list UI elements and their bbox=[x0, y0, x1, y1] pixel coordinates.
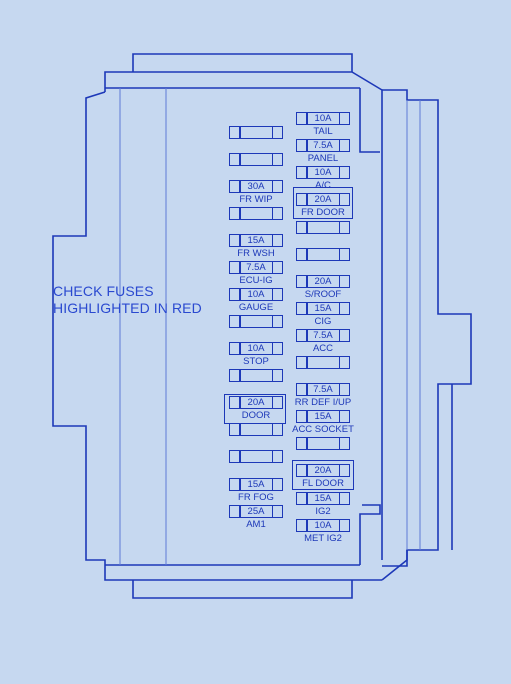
right-fuse-slot bbox=[296, 437, 350, 450]
fuse-label: A/C bbox=[315, 180, 331, 191]
fuse-label: GAUGE bbox=[238, 302, 274, 313]
fuse-label: CIG bbox=[314, 316, 332, 327]
fr-door-fuse-highlight bbox=[293, 187, 353, 219]
left-fuse-slot bbox=[229, 450, 283, 463]
left-fuse-slot bbox=[229, 423, 283, 436]
check-fuses-note: CHECK FUSES HIGHLIGHTED IN RED bbox=[53, 283, 202, 317]
fuse-label: DOOR bbox=[241, 410, 271, 421]
right-fuse-slot bbox=[296, 248, 350, 261]
left-fuse-slot: 20A bbox=[229, 396, 283, 409]
left-fuse-slot: 7.5A bbox=[229, 261, 283, 274]
fuse-amperage: 20A bbox=[314, 465, 332, 476]
fuse-amperage: 10A bbox=[314, 113, 332, 124]
fuse-label: ECU-IG bbox=[239, 275, 273, 286]
fl-door-fuse-highlight bbox=[292, 460, 354, 490]
fuse-amperage: 15A bbox=[247, 479, 265, 490]
fuse-label: IG2 bbox=[315, 506, 331, 517]
fuse-amperage: 7.5A bbox=[313, 330, 333, 341]
left-fuse-slot bbox=[229, 153, 283, 166]
fuse-amperage: 10A bbox=[314, 520, 332, 531]
fuse-label: RR DEF I/UP bbox=[294, 397, 352, 408]
right-fuse-slot: 15A bbox=[296, 492, 350, 505]
fuse-amperage: 10A bbox=[314, 167, 332, 178]
fuse-label: PANEL bbox=[307, 153, 339, 164]
left-fuse-slot: 15A bbox=[229, 234, 283, 247]
fuse-amperage: 15A bbox=[314, 493, 332, 504]
fuse-amperage: 7.5A bbox=[313, 140, 333, 151]
left-fuse-slot bbox=[229, 126, 283, 139]
fuse-amperage: 15A bbox=[247, 235, 265, 246]
fuse-label: FR WSH bbox=[237, 248, 275, 259]
right-fuse-slot: 7.5A bbox=[296, 329, 350, 342]
fuse-amperage: 7.5A bbox=[246, 262, 266, 273]
fuse-amperage: 20A bbox=[314, 276, 332, 287]
fuse-label: AM1 bbox=[246, 519, 266, 530]
fuse-amperage: 20A bbox=[247, 397, 265, 408]
right-fuse-slot bbox=[296, 356, 350, 369]
right-fuse-slot: 7.5A bbox=[296, 139, 350, 152]
left-fuse-slot: 10A bbox=[229, 342, 283, 355]
fuse-amperage: 7.5A bbox=[313, 384, 333, 395]
right-fuse-slot: 15A bbox=[296, 410, 350, 423]
fuse-label: STOP bbox=[243, 356, 269, 367]
left-fuse-slot bbox=[229, 315, 283, 328]
right-fuse-slot: 20A bbox=[296, 193, 350, 206]
left-fuse-slot: 30A bbox=[229, 180, 283, 193]
fuse-amperage: 10A bbox=[247, 289, 265, 300]
left-fuse-slot bbox=[229, 207, 283, 220]
fuse-label: FR DOOR bbox=[301, 207, 345, 218]
note-line-2: HIGHLIGHTED IN RED bbox=[53, 300, 202, 316]
fuse-label: FL DOOR bbox=[302, 478, 344, 489]
fuse-amperage: 15A bbox=[314, 303, 332, 314]
right-fuse-slot: 10A bbox=[296, 112, 350, 125]
right-fuse-slot: 20A bbox=[296, 464, 350, 477]
left-fuse-slot bbox=[229, 369, 283, 382]
right-fuse-slot: 10A bbox=[296, 519, 350, 532]
fuse-label: FR WIP bbox=[239, 194, 273, 205]
fuse-label: S/ROOF bbox=[304, 289, 342, 300]
right-fuse-slot: 10A bbox=[296, 166, 350, 179]
fuse-label: FR FOG bbox=[238, 492, 274, 503]
fuse-amperage: 15A bbox=[314, 411, 332, 422]
right-fuse-slot: 7.5A bbox=[296, 383, 350, 396]
fuse-amperage: 30A bbox=[247, 181, 265, 192]
fuse-amperage: 20A bbox=[314, 194, 332, 205]
left-fuse-slot: 10A bbox=[229, 288, 283, 301]
fuse-amperage: 25A bbox=[247, 506, 265, 517]
left-fuse-slot: 15A bbox=[229, 478, 283, 491]
door-fuse-highlight bbox=[224, 394, 286, 424]
note-line-1: CHECK FUSES bbox=[53, 283, 154, 299]
left-fuse-slot: 25A bbox=[229, 505, 283, 518]
fuse-amperage: 10A bbox=[247, 343, 265, 354]
fuse-label: MET IG2 bbox=[304, 533, 342, 544]
fuse-label: TAIL bbox=[313, 126, 333, 137]
fuse-label: ACC bbox=[312, 343, 334, 354]
right-fuse-slot: 15A bbox=[296, 302, 350, 315]
right-fuse-slot bbox=[296, 221, 350, 234]
right-fuse-slot: 20A bbox=[296, 275, 350, 288]
fuse-label: ACC SOCKET bbox=[292, 424, 354, 435]
